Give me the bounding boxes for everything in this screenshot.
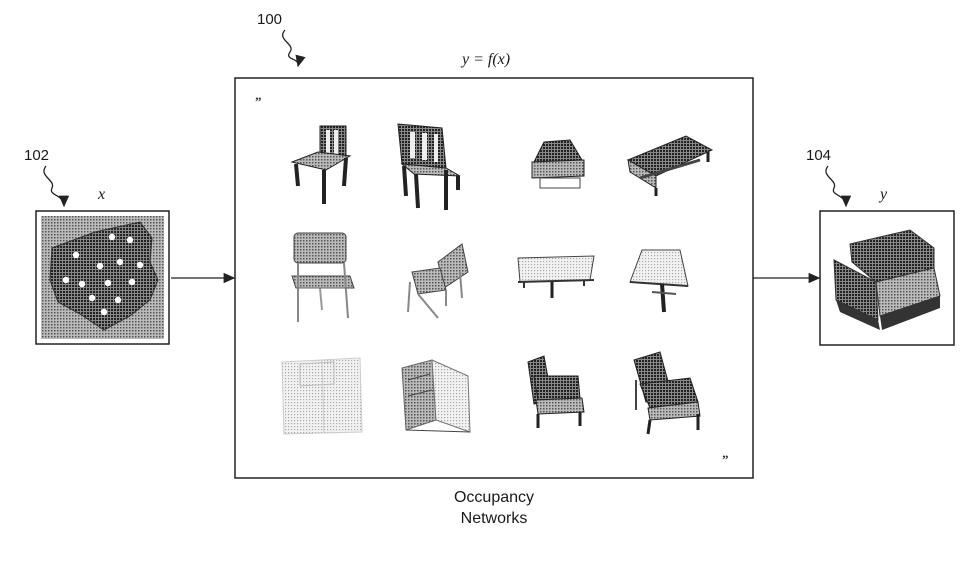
- ref-leader-104: [825, 165, 852, 208]
- caption-line-1: Occupancy: [454, 489, 534, 506]
- shape-armchair-r3c3: [527, 355, 585, 428]
- shape-chair-r1c1: [290, 125, 352, 204]
- sample-points: [62, 233, 144, 316]
- shape-chair-r2c1: [291, 232, 355, 322]
- corner-mark-top-left: ”: [255, 94, 262, 109]
- ref-label-104: 104: [806, 147, 831, 164]
- function-label: y = f(x): [460, 51, 510, 68]
- shape-table-r2c4: [629, 249, 689, 313]
- shape-table-r1c3: [531, 139, 585, 189]
- shape-chair-r2c2: [407, 243, 469, 319]
- output-shape-box: [819, 210, 955, 346]
- shape-chair-r1c2: [397, 123, 461, 210]
- ref-label-100: 100: [257, 11, 282, 28]
- shape-cabinet-r3c2: [401, 359, 471, 433]
- shape-armchair-r3c4: [633, 351, 701, 435]
- shape-bench-r1c4: [626, 135, 714, 196]
- input-point-cloud-box: [35, 210, 170, 345]
- shape-cabinet-r3c1: [281, 357, 363, 435]
- input-label: x: [97, 186, 105, 203]
- corner-mark-bottom-right: ”: [722, 452, 729, 467]
- occupancy-network-box: ” ”: [234, 77, 754, 479]
- caption-line-2: Networks: [461, 510, 528, 527]
- point-cloud-shape: [49, 221, 159, 331]
- ref-label-102: 102: [24, 147, 49, 164]
- ref-leader-100: [282, 29, 306, 68]
- output-label: y: [878, 186, 888, 203]
- ref-leader-102: [43, 165, 70, 208]
- shape-table-r2c3: [517, 255, 595, 298]
